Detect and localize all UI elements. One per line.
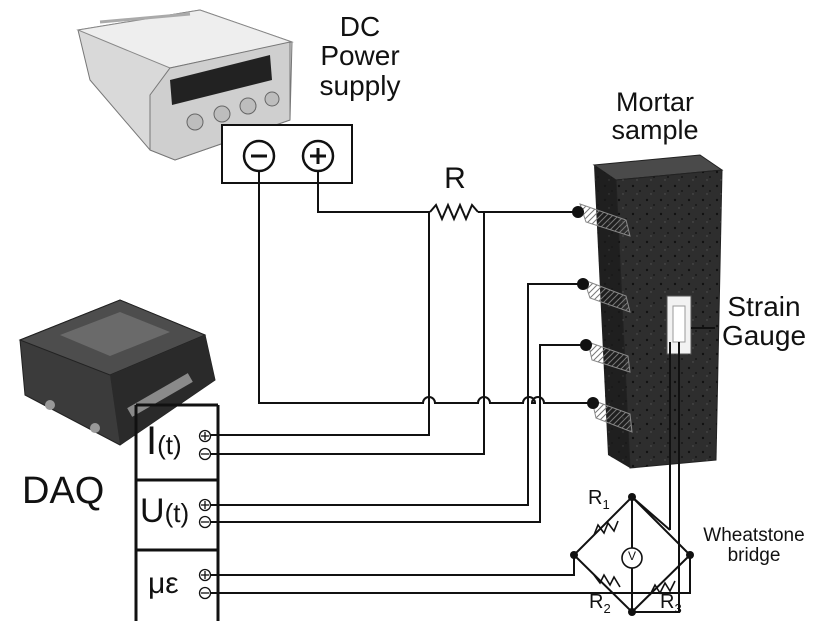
- wheatstone-label-line2: bridge: [727, 544, 781, 566]
- current-channel-suffix: (t): [157, 430, 182, 460]
- daq-device: [18, 299, 216, 446]
- r2-sub: 2: [603, 601, 611, 616]
- voltmeter-label: V: [627, 549, 636, 563]
- mortar-sample-label: Mortar sample: [585, 88, 725, 145]
- current-channel-symbol: I: [146, 419, 158, 463]
- r2-label: R2: [589, 592, 611, 616]
- voltage-channel-symbol: U: [140, 492, 165, 530]
- strain-gauge-label: Strain Gauge: [712, 292, 816, 351]
- voltmeter-icon: [621, 547, 643, 569]
- power-supply-label: DC Power supply: [300, 11, 420, 101]
- voltage-channel-suffix: (t): [164, 498, 190, 528]
- r1-main: R: [588, 487, 603, 509]
- daq-terminal-symbols: [198, 429, 212, 600]
- mortar-label-line1: Mortar: [615, 87, 694, 117]
- daq-label: DAQ: [22, 470, 105, 512]
- electrode-mesh-4: [591, 399, 633, 433]
- r1-sub: 1: [602, 497, 610, 512]
- electrode-mesh-1: [579, 203, 631, 237]
- r3-main: R: [660, 591, 675, 613]
- r2-main: R: [589, 591, 604, 613]
- current-channel-label: I(t): [146, 420, 182, 462]
- bridge-resistors: [593, 520, 676, 596]
- electrode-mesh-2: [583, 279, 631, 313]
- r3-sub: 3: [674, 601, 682, 616]
- strain-channel-label: με: [148, 567, 179, 600]
- power-supply-label-line3: supply: [319, 69, 401, 101]
- contact-dots: [570, 206, 694, 616]
- wheatstone-bridge-label: Wheatstone bridge: [698, 526, 810, 566]
- r3-label: R3: [660, 592, 682, 616]
- mortar-label-line2: sample: [611, 115, 699, 146]
- strain-gauge-label-line1: Strain: [727, 291, 801, 322]
- wheatstone-label-line1: Wheatstone: [703, 525, 805, 546]
- r1-label: R1: [588, 488, 610, 512]
- power-supply-label-line2: Power: [320, 40, 400, 72]
- voltage-channel-label: U(t): [140, 492, 190, 530]
- strain-gauge-label-line2: Gauge: [721, 320, 807, 352]
- power-supply-label-line1: DC: [339, 11, 381, 42]
- electrode-mesh-3: [587, 341, 631, 373]
- resistor-label: R: [444, 162, 466, 195]
- daq-terminal-box: [134, 403, 220, 621]
